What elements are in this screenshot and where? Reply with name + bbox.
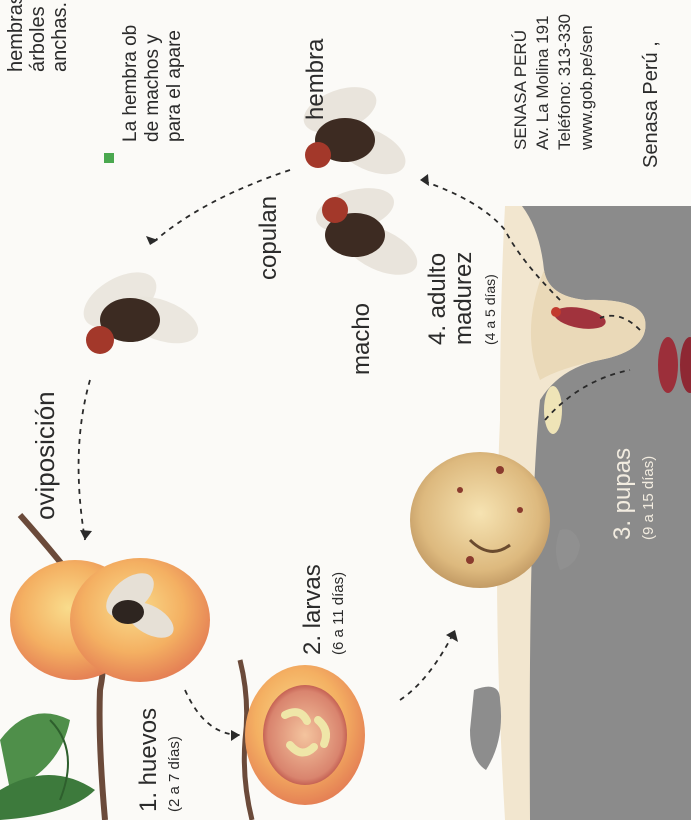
senasa-footer: Senasa Perú ,	[640, 41, 663, 168]
stage-1-title: 1. huevos	[136, 708, 162, 812]
fly-oviposition	[74, 261, 204, 354]
peach-larvae	[245, 665, 365, 805]
green-bullet	[104, 153, 114, 163]
top-text-line2: árboles con s	[27, 0, 49, 72]
senasa-phone: Teléfono: 313-330	[554, 14, 576, 150]
note-line1: La hembra ob	[120, 25, 142, 142]
top-text-line3: anchas.	[49, 0, 71, 72]
leaves	[0, 713, 95, 820]
stage-4-days: (4 a 5 días)	[477, 252, 503, 345]
note-line2: de machos y	[142, 25, 164, 142]
senasa-name: SENASA PERÚ	[510, 14, 532, 150]
senasa-address: Av. La Molina 191	[532, 14, 554, 150]
stage-4-title-a: 4. adulto	[425, 252, 451, 345]
stage-3-label: 3. pupas (9 a 15 días)	[610, 448, 662, 540]
stage-2-days: (6 a 11 días)	[326, 564, 352, 655]
top-text-block: hembras, árboles con s anchas.	[5, 0, 71, 72]
senasa-web: www.gob.pe/sen	[576, 14, 598, 150]
note-line3: para el apare	[164, 25, 186, 142]
label-copulan: copulan	[255, 196, 283, 280]
stage-2-title: 2. larvas	[300, 564, 326, 655]
rotten-peach	[410, 452, 550, 588]
stage-1-days: (2 a 7 días)	[162, 708, 188, 812]
stage-4-label: 4. adulto madurez (4 a 5 días)	[425, 252, 503, 345]
label-hembra: hembra	[302, 39, 330, 120]
peach-eggs	[10, 558, 210, 682]
note-block: La hembra ob de machos y para el apare	[120, 25, 186, 142]
stage-3-days: (9 a 15 días)	[636, 448, 662, 540]
senasa-contact: SENASA PERÚ Av. La Molina 191 Teléfono: …	[510, 14, 598, 150]
fly-male	[311, 180, 425, 285]
label-macho: macho	[348, 303, 376, 375]
stage-1-label: 1. huevos (2 a 7 días)	[136, 708, 188, 812]
top-text-line1: hembras,	[5, 0, 27, 72]
stage-4-title-b: madurez	[451, 252, 477, 345]
stage-3-title: 3. pupas	[610, 448, 636, 540]
stage-2-label: 2. larvas (6 a 11 días)	[300, 564, 352, 655]
label-oviposicion: oviposición	[30, 391, 61, 520]
